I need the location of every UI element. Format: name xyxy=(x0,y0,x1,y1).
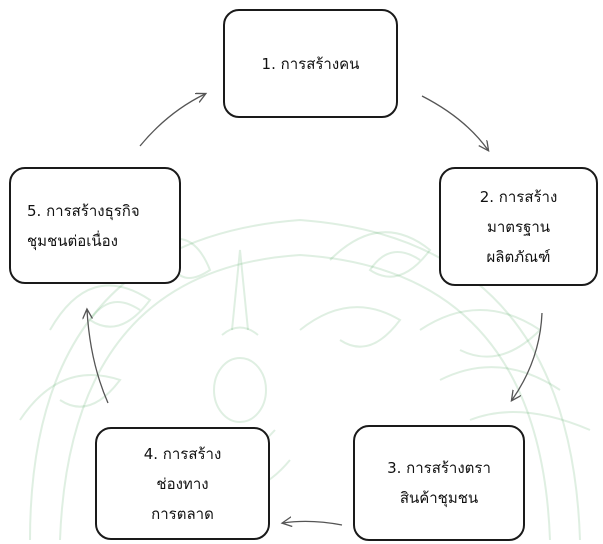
step-2-line-3: ผลิตภัณฑ์ xyxy=(486,247,551,266)
step-3-line-1: 3. การสร้างตรา xyxy=(387,459,491,477)
step-3-line-2: สินค้าชุมชน xyxy=(399,489,479,507)
step-3-community-brand: 3. การสร้างตรา สินค้าชุมชน xyxy=(353,425,525,541)
step-1-line-1: 1. การสร้างคน xyxy=(261,54,360,73)
step-4-line-2: ช่องทาง xyxy=(156,474,209,493)
step-2-line-2: มาตรฐาน xyxy=(486,217,551,236)
step-2-line-1: 2. การสร้าง xyxy=(479,187,558,206)
arrow-4-to-5 xyxy=(87,310,109,404)
step-4-line-1: 4. การสร้าง xyxy=(143,444,222,463)
step-5-line-2: ชุมชนต่อเนื่อง xyxy=(27,231,118,250)
arrow-5-to-1 xyxy=(139,94,205,147)
step-2-product-standard: 2. การสร้าง มาตรฐาน ผลิตภัณฑ์ xyxy=(439,167,598,286)
arrow-2-to-3 xyxy=(512,312,543,400)
step-1-people-development: 1. การสร้างคน xyxy=(223,9,398,118)
step-5-community-business: 5. การสร้างธุรกิจ ชุมชนต่อเนื่อง xyxy=(9,167,181,284)
step-4-marketing-channel: 4. การสร้าง ช่องทาง การตลาด xyxy=(95,427,270,540)
arrow-1-to-2 xyxy=(421,95,488,150)
step-4-line-3: การตลาด xyxy=(151,504,214,523)
step-5-line-1: 5. การสร้างธุรกิจ xyxy=(27,201,140,220)
arrow-3-to-4 xyxy=(283,521,343,525)
